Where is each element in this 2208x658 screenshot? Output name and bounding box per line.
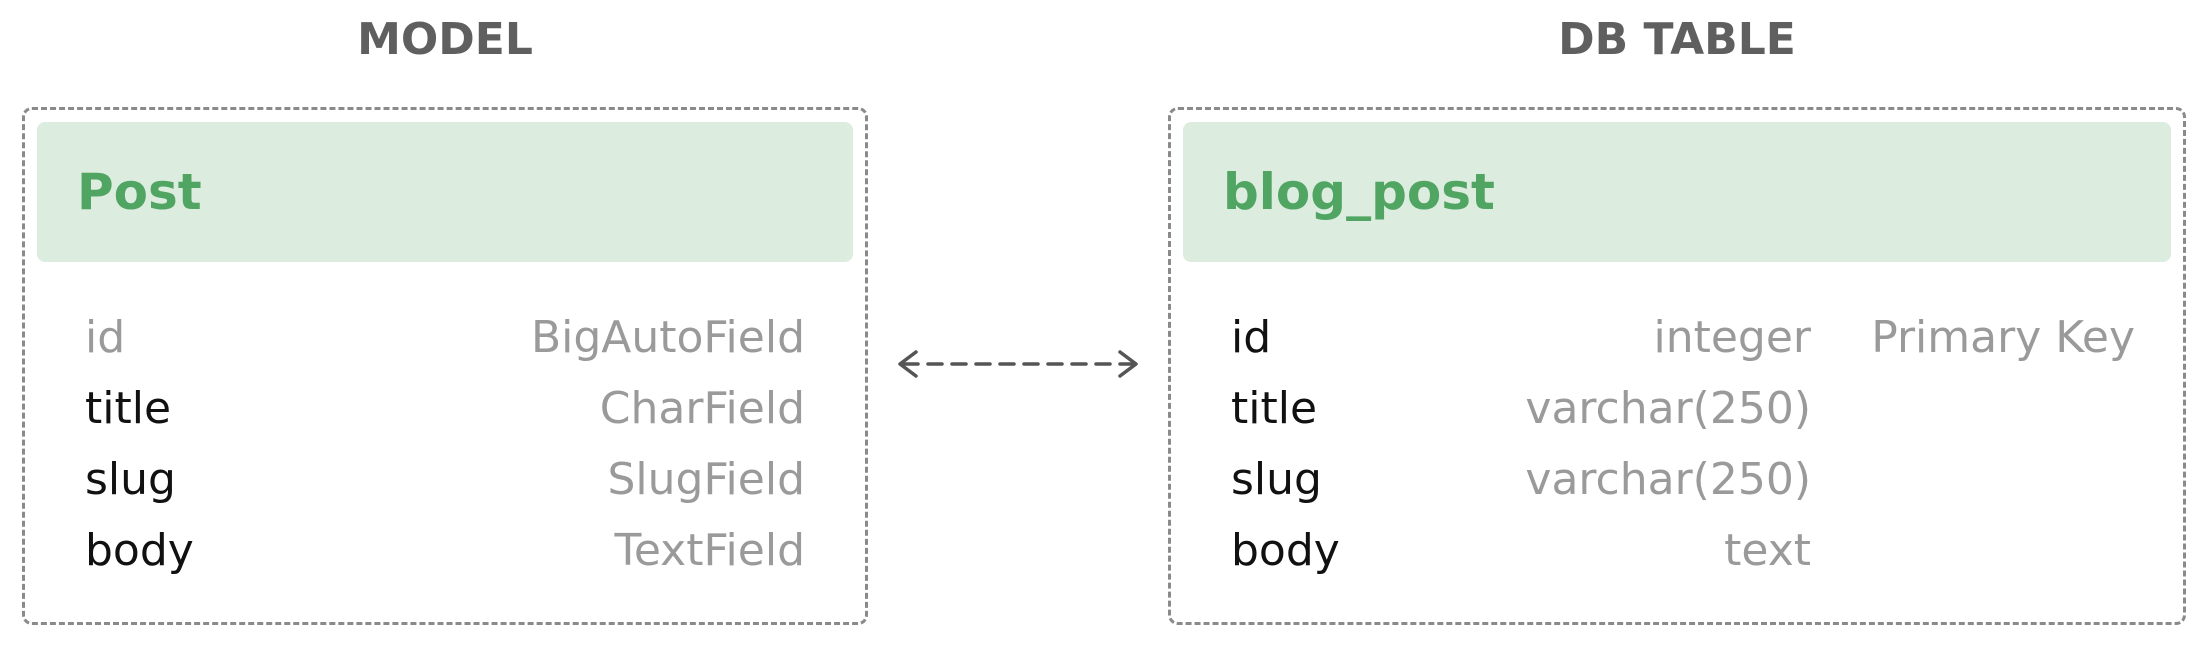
model-field-row: body TextField: [25, 515, 865, 586]
model-field-row: id BigAutoField: [25, 302, 865, 373]
model-field-row: slug SlugField: [25, 444, 865, 515]
model-field-row: title CharField: [25, 373, 865, 444]
db-column-type: varchar(250): [1525, 454, 1811, 505]
db-column-row: id integer Primary Key: [1171, 302, 2183, 373]
model-field-name: title: [85, 383, 172, 434]
model-field-type: SlugField: [607, 454, 805, 505]
db-column-type: text: [1724, 525, 1811, 576]
connector-left-arrowhead: [898, 350, 918, 378]
model-field-name: slug: [85, 454, 176, 505]
db-table-panel: blog_post id integer Primary Key title v…: [1168, 107, 2186, 625]
model-field-type: CharField: [599, 383, 805, 434]
model-name: Post: [77, 163, 202, 221]
db-column-row: body text: [1171, 515, 2183, 586]
db-column-type: varchar(250): [1525, 383, 1811, 434]
bidirectional-dashed-arrow-icon: [898, 350, 1138, 378]
model-field-type: BigAutoField: [530, 312, 805, 363]
db-column-row: title varchar(250): [1171, 373, 2183, 444]
model-field-list: id BigAutoField title CharField slug Slu…: [25, 302, 865, 586]
connector-right-arrowhead: [1118, 350, 1138, 378]
model-field-type: TextField: [614, 525, 805, 576]
model-field-name: id: [85, 312, 126, 363]
db-table-name: blog_post: [1223, 163, 1495, 221]
model-section-label: MODEL: [357, 14, 533, 65]
model-field-name: body: [85, 525, 194, 576]
db-table-header: blog_post: [1183, 122, 2171, 262]
db-column-name: id: [1231, 312, 1272, 363]
db-table-section-label: DB TABLE: [1558, 14, 1796, 65]
db-column-constraint: Primary Key: [1871, 312, 2135, 363]
db-column-list: id integer Primary Key title varchar(250…: [1171, 302, 2183, 586]
db-column-type: integer: [1653, 312, 1811, 363]
db-column-name: slug: [1231, 454, 1322, 505]
db-column-name: body: [1231, 525, 1340, 576]
db-column-row: slug varchar(250): [1171, 444, 2183, 515]
model-panel: Post id BigAutoField title CharField slu…: [22, 107, 868, 625]
db-column-name: title: [1231, 383, 1318, 434]
model-header: Post: [37, 122, 853, 262]
